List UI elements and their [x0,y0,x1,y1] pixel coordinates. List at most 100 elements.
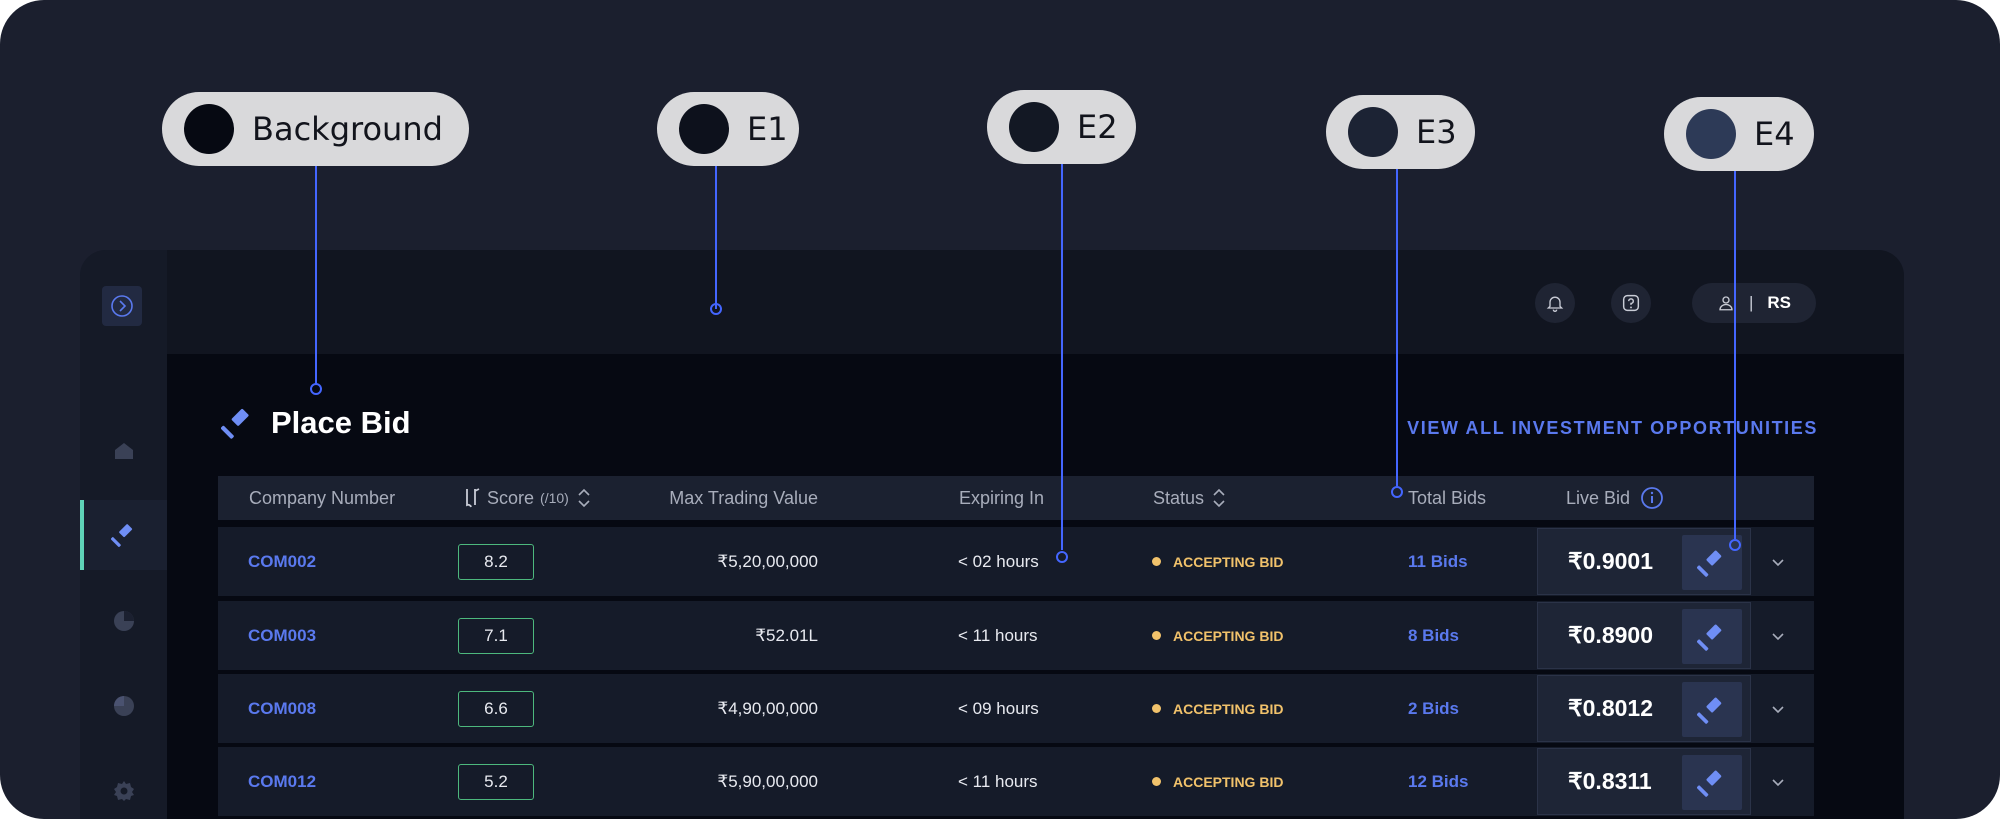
view-all-opportunities-link[interactable]: VIEW ALL INVESTMENT OPPORTUNITIES [1407,418,1818,438]
score-badge: 7.1 [458,617,534,654]
live-bid-box: ₹0.8900 [1537,602,1751,669]
company-link[interactable]: COM012 [248,771,317,791]
total-bids-link[interactable]: 11 Bids [1408,551,1468,571]
col-status[interactable]: Status [1153,476,1226,520]
gavel-icon [1697,624,1722,651]
place-bid-button[interactable] [1682,755,1742,810]
top-bar: | RS [167,250,1904,354]
swatch-e4: E4 [1664,97,1814,171]
expand-sidebar-button[interactable] [102,286,142,326]
company-link[interactable]: COM003 [248,625,317,645]
user-initials: RS [1767,293,1792,312]
status-dot [1152,631,1161,640]
score-badge: 6.6 [458,690,534,727]
col-live-bid-label: Live Bid [1566,487,1631,508]
expand-row-button[interactable] [1758,747,1798,816]
chevron-right-circle-icon [111,295,133,317]
gavel-icon [1697,550,1722,577]
table-row[interactable]: COM002 8.2 ₹5,20,00,000 < 02 hours ACCEPTING… [218,527,1814,596]
expand-row-button[interactable] [1758,674,1798,743]
live-bid-amount: ₹0.8012 [1568,695,1653,721]
place-bid-button[interactable] [1682,609,1742,664]
score-cell: 8.2 [458,527,534,596]
live-bid-box: ₹0.8311 [1537,748,1751,815]
marker-e2 [1056,551,1068,563]
swatch-e4-label: E4 [1754,115,1795,153]
status-dot [1152,557,1161,566]
chevron-down-icon [1772,778,1784,786]
col-live-bid: Live Bid [1566,476,1664,520]
total-bids-link[interactable]: 8 Bids [1408,625,1460,645]
expiry-cell: < 02 hours [958,551,1039,571]
max-value-cell: ₹52.01L [755,625,818,645]
help-button[interactable] [1611,283,1651,323]
col-company: Company Number [249,476,395,520]
chevron-down-icon [1772,558,1784,566]
col-score-scale: (/10) [540,490,569,506]
expiry-cell: < 11 hours [958,771,1038,791]
sidebar [80,250,167,819]
marker-e1 [710,303,722,315]
status-label: ACCEPTING BID [1173,553,1284,570]
expand-row-button[interactable] [1758,601,1798,670]
swatch-e1-label: E1 [747,110,788,148]
col-max-value-label: Max Trading Value [669,487,818,508]
sidebar-item-home[interactable] [80,416,167,486]
sidebar-item-settings[interactable] [80,756,167,819]
place-bid-button[interactable] [1682,682,1742,737]
expand-row-button[interactable] [1758,527,1798,596]
expiry-cell: < 11 hours [958,625,1038,645]
portfolio-icon [113,696,134,716]
total-bids-link[interactable]: 2 Bids [1408,698,1460,718]
leader-e3 [1396,169,1398,486]
col-expiring: Expiring In [959,476,1044,520]
bell-icon [1546,296,1564,312]
pie-chart-icon [113,611,134,631]
sort-icon[interactable] [577,487,591,509]
table-header-extension [1540,476,1814,520]
status-badge: ACCEPTING BID [1152,674,1283,743]
page-title: Place Bid [221,405,411,441]
col-score-label: Score [487,487,535,508]
score-badge: 8.2 [458,543,534,580]
sidebar-item-bids[interactable] [80,500,167,570]
live-bid-box: ₹0.9001 [1537,528,1751,595]
col-expiring-label: Expiring In [959,487,1045,508]
chevron-down-icon [1772,705,1784,713]
user-menu[interactable]: | RS [1692,283,1816,323]
status-label: ACCEPTING BID [1173,627,1284,644]
expiry-cell: < 09 hours [958,698,1039,718]
status-dot [1152,704,1161,713]
status-badge: ACCEPTING BID [1152,601,1283,670]
user-icon [1719,296,1733,311]
swatch-e2: E2 [987,90,1136,164]
live-bid-amount: ₹0.8311 [1568,768,1652,794]
page-title-text: Place Bid [271,405,411,440]
max-value-cell: ₹5,20,00,000 [717,551,818,571]
swatch-e4-dot [1686,109,1736,159]
sidebar-item-portfolio[interactable] [80,671,167,741]
company-link[interactable]: COM008 [248,698,317,718]
score-cell: 6.6 [458,674,534,743]
sort-icon[interactable] [1212,487,1226,509]
gavel-icon [1697,770,1722,797]
company-link[interactable]: COM002 [248,551,317,571]
score-badge: 5.2 [458,763,534,800]
marker-background [310,383,322,395]
live-bid-amount: ₹0.9001 [1568,548,1653,574]
marker-e4 [1729,539,1741,551]
swatch-background-dot [184,104,234,154]
table-row[interactable]: COM003 7.1 ₹52.01L < 11 hours ACCEPTING BID 8… [218,601,1814,670]
leader-e1 [715,166,717,309]
swatch-e3-dot [1348,107,1398,157]
notifications-button[interactable] [1535,283,1575,323]
col-max-value: Max Trading Value [594,476,818,520]
sidebar-item-analytics[interactable] [80,586,167,656]
status-badge: ACCEPTING BID [1152,747,1283,816]
info-icon[interactable] [1640,486,1664,510]
col-score[interactable]: Score (/10) [465,476,591,520]
total-bids-link[interactable]: 12 Bids [1408,771,1469,791]
col-status-label: Status [1153,487,1205,508]
